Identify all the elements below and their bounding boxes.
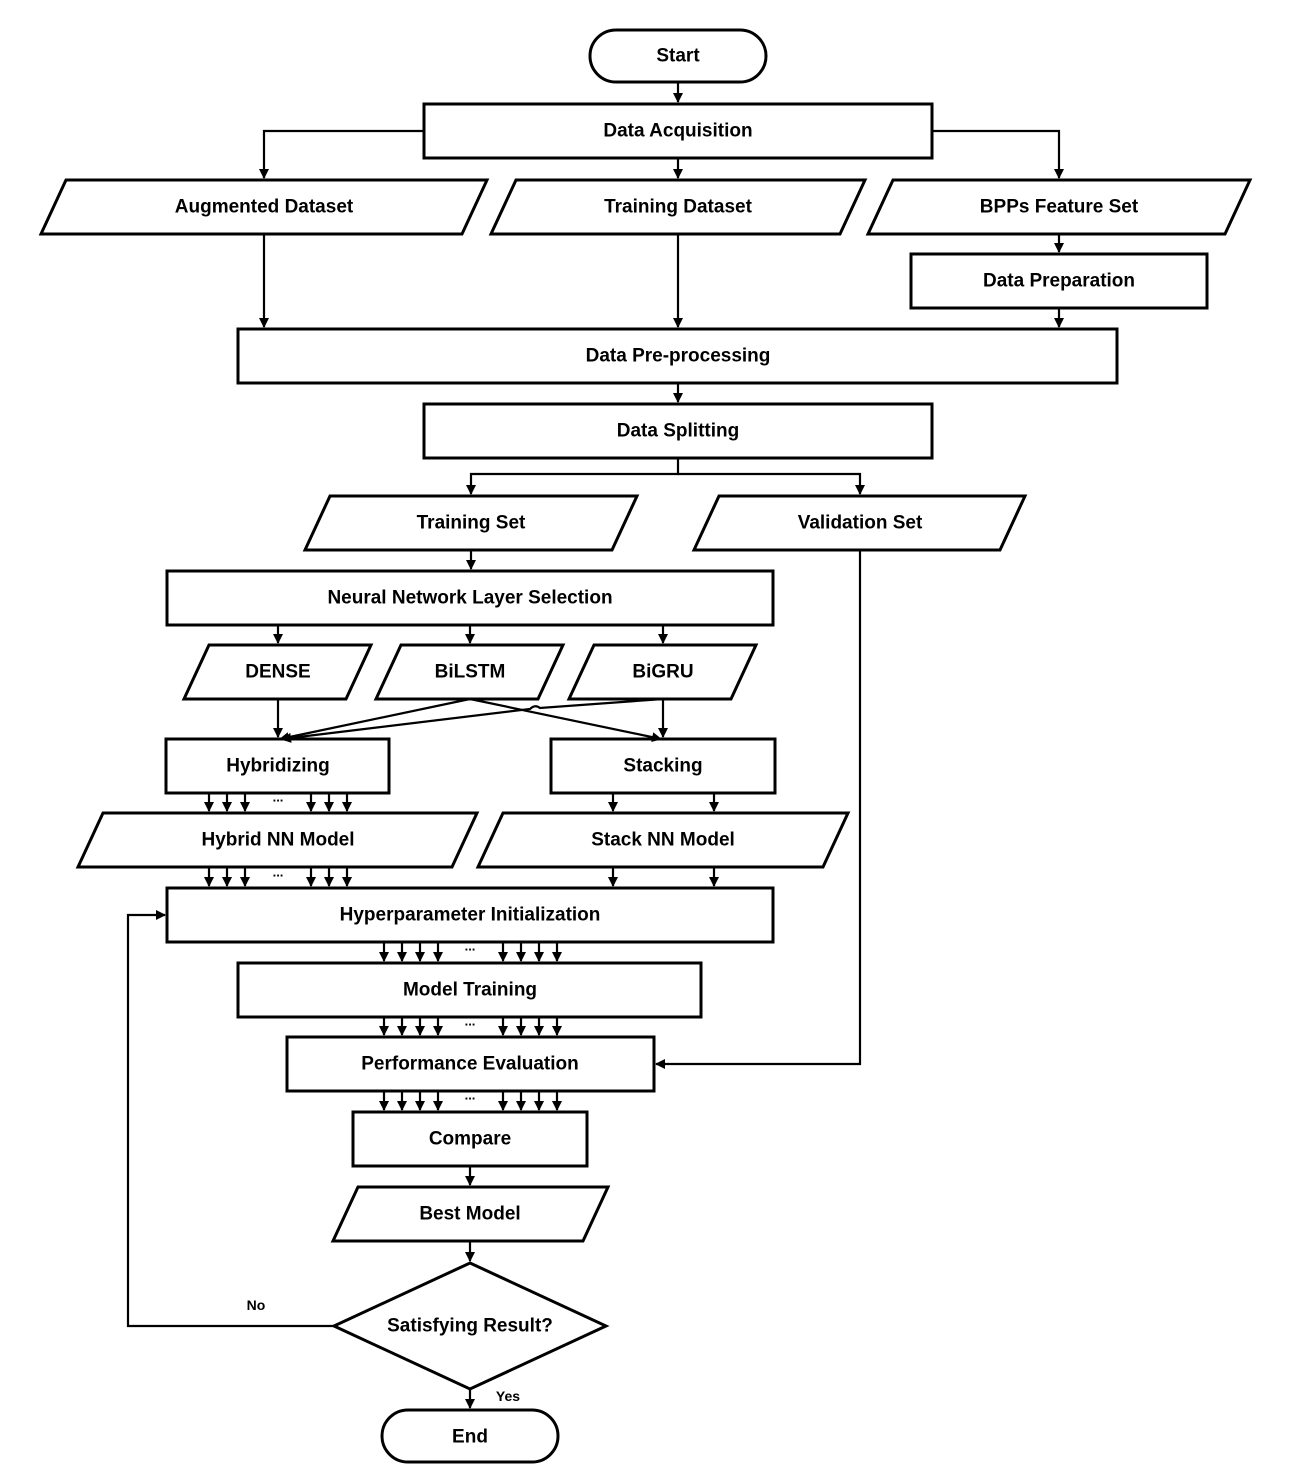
data-preprocessing-label: Data Pre-processing	[585, 345, 771, 367]
connector-bigru-hybridizing	[281, 697, 664, 743]
connector-acquisition-bpps	[932, 129, 1064, 179]
validation-set-shape	[691, 494, 1028, 552]
hybrid-nn-model-label: Hybrid NN Model	[201, 829, 355, 851]
best-model-label: Best Model	[419, 1203, 521, 1225]
satisfying-result-label: Satisfying Result?	[387, 1315, 553, 1337]
dense-label: DENSE	[245, 661, 311, 683]
connector-bilstm-stacking	[469, 697, 662, 743]
bpps-feature-set-shape	[865, 178, 1253, 236]
stacking-label: Stacking	[623, 755, 703, 777]
connectors	[126, 82, 1064, 1409]
validation-set-label: Validation Set	[797, 512, 923, 534]
hyperparameter-init-box	[165, 886, 775, 944]
data-preparation-label: Data Preparation	[982, 270, 1136, 292]
data-preparation-box	[909, 252, 1209, 310]
bilstm-shape	[373, 643, 566, 701]
augmented-dataset-shape	[38, 178, 490, 236]
ellipsis-hybrid-model: ...	[272, 864, 284, 880]
data-acquisition-box	[422, 102, 934, 160]
ellipsis-hybridizing: ...	[272, 789, 284, 805]
hybridizing-box	[164, 737, 391, 795]
stacking-box	[549, 737, 777, 795]
performance-evaluation-box	[285, 1035, 656, 1093]
connector-bilstm-hybridizing	[279, 697, 471, 743]
end-label: End	[452, 1426, 488, 1448]
data-preprocessing-box	[236, 327, 1119, 385]
connector-splitting-validation	[678, 472, 865, 495]
ellipsis-hyperparameter: ...	[464, 938, 476, 954]
data-splitting-label: Data Splitting	[616, 420, 740, 442]
no-label: No	[246, 1297, 266, 1313]
arrow-bundles	[204, 793, 719, 1111]
training-dataset-shape	[488, 178, 868, 236]
compare-label: Compare	[428, 1128, 512, 1150]
ellipsis-model-training: ...	[464, 1013, 476, 1029]
connector-splitting-branch	[466, 458, 680, 495]
stack-nn-model-label: Stack NN Model	[591, 829, 735, 851]
performance-evaluation-label: Performance Evaluation	[361, 1053, 579, 1075]
bigru-shape	[566, 643, 759, 701]
training-set-label: Training Set	[416, 512, 526, 534]
stack-nn-model-shape	[475, 811, 851, 869]
hybridizing-label: Hybridizing	[226, 755, 330, 777]
ellipsis-performance: ...	[464, 1087, 476, 1103]
model-training-label: Model Training	[402, 979, 538, 1001]
training-set-shape	[302, 494, 640, 552]
bilstm-label: BiLSTM	[434, 661, 506, 683]
best-model-shape	[330, 1185, 611, 1243]
end-terminator	[380, 1408, 560, 1464]
data-splitting-box	[422, 402, 934, 460]
nn-layer-selection-label: Neural Network Layer Selection	[327, 587, 613, 609]
bpps-feature-set-label: BPPs Feature Set	[979, 196, 1139, 218]
dense-shape	[181, 643, 374, 701]
start-label: Start	[656, 45, 700, 67]
hyperparameter-init-label: Hyperparameter Initialization	[339, 904, 601, 926]
connector-validation-performance	[655, 550, 862, 1069]
model-training-box	[236, 961, 703, 1019]
connector-no-loop	[126, 910, 334, 1328]
connector-acquisition-augmented	[259, 129, 424, 179]
training-dataset-label: Training Dataset	[604, 196, 752, 218]
augmented-dataset-label: Augmented Dataset	[174, 196, 354, 218]
hybrid-nn-model-shape	[75, 811, 480, 869]
data-acquisition-label: Data Acquisition	[603, 120, 753, 142]
yes-label: Yes	[495, 1388, 521, 1404]
bigru-label: BiGRU	[632, 661, 694, 683]
